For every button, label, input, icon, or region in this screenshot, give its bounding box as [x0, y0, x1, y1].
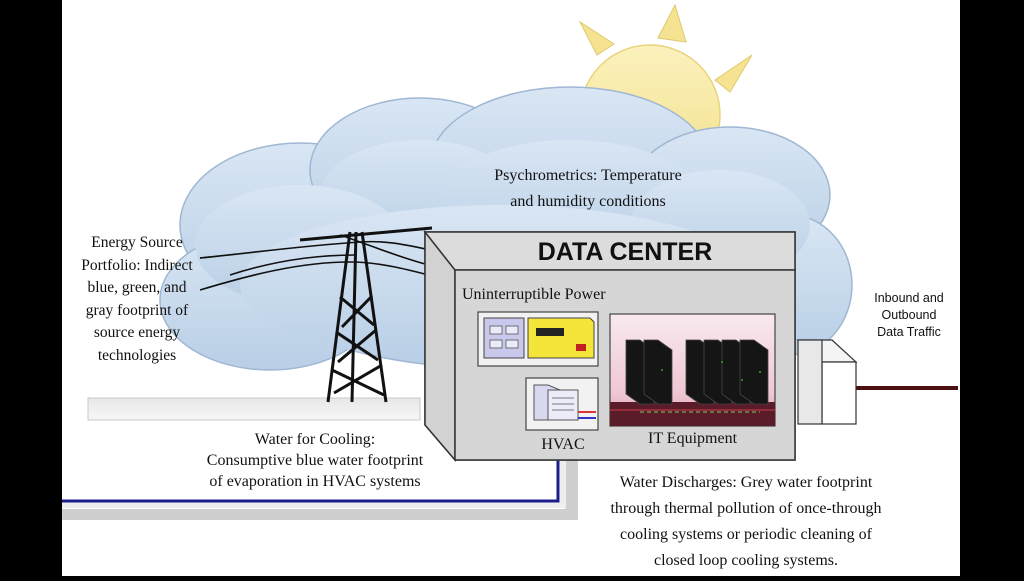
hvac-unit [525, 377, 599, 431]
energy-source-line: Portfolio: Indirect [81, 256, 193, 274]
energy-source-line: Energy Source [91, 234, 183, 251]
network-box [796, 339, 858, 425]
psychrometrics-line: and humidity conditions [510, 193, 666, 210]
transmission-tower [299, 226, 433, 403]
ups-label: Uninterruptible Power [462, 286, 606, 303]
it-equipment-room [609, 313, 776, 427]
leader-lines [199, 256, 211, 259]
energy-source-line: source energy [93, 324, 181, 341]
water-cooling-line: of evaporation in HVAC systems [209, 473, 421, 490]
water-discharge-label: Water Discharges: Grey water footprint t… [576, 470, 916, 574]
psychrometrics-label: Psychrometrics: Temperature and humidity… [468, 163, 708, 215]
water-discharge-line: Water Discharges: Grey water footprint [619, 474, 873, 491]
water-cooling-line: Consumptive blue water footprint [206, 452, 424, 469]
energy-source-label: Energy Source Portfolio: Indirect blue, … [62, 232, 212, 367]
water-pipe [62, 455, 560, 503]
water-discharge-line: cooling systems or periodic cleaning of [620, 526, 872, 543]
ground-strip [62, 397, 578, 520]
water-cooling-line: Water for Cooling: [254, 431, 376, 448]
hvac-label: HVAC [541, 436, 585, 453]
it-equipment-label: IT Equipment [647, 430, 738, 447]
ups-unit [477, 311, 599, 367]
data-traffic-line: Outbound [881, 308, 937, 322]
data-traffic-label: Inbound and Outbound Data Traffic [858, 290, 960, 341]
psychrometrics-line: Psychrometrics: Temperature [494, 167, 682, 184]
data-center-title: DATA CENTER [537, 238, 713, 266]
water-discharge-line: closed loop cooling systems. [654, 552, 838, 569]
water-discharge-line: through thermal pollution of once-throug… [610, 500, 882, 517]
energy-source-line: gray footprint of [85, 301, 189, 319]
water-cooling-label: Water for Cooling: Consumptive blue wate… [170, 429, 460, 492]
energy-source-line: blue, green, and [87, 279, 187, 296]
data-traffic-line: Data Traffic [877, 325, 941, 339]
energy-source-line: technologies [97, 346, 177, 364]
data-traffic-line: Inbound and [874, 291, 944, 305]
